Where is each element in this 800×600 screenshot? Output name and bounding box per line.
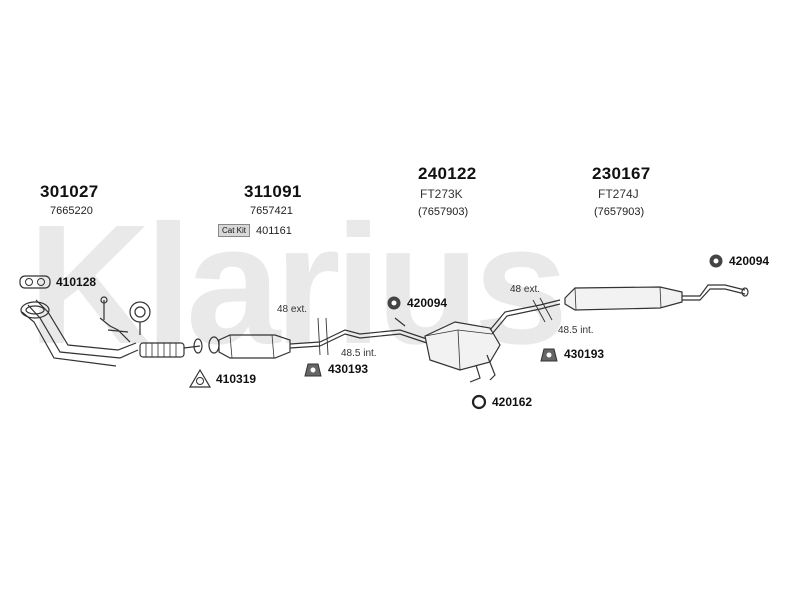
cat-kit-number[interactable]: 401161	[256, 224, 292, 237]
cat-kit-row: Cat Kit 401161	[218, 224, 292, 237]
flexi-pipe-drawing	[139, 338, 203, 358]
o-ring-icon	[471, 394, 487, 410]
rear-silencer-drawing	[564, 284, 749, 311]
part-number[interactable]: 240122	[418, 164, 477, 183]
callout-number: 420162	[492, 395, 533, 409]
centre-silencer-drawing	[424, 321, 501, 383]
oem-reference: 7657421	[250, 205, 293, 217]
part-number[interactable]: 311091	[244, 182, 302, 201]
rubber-ring-icon	[387, 296, 401, 310]
gasket-callout[interactable]: 410319	[188, 368, 256, 390]
internal-diameter-label: 48.5 int.	[341, 348, 377, 359]
internal-diameter-label: 48.5 int.	[558, 325, 594, 336]
callout-number: 420094	[729, 254, 770, 268]
rubber-mount-icon	[540, 348, 558, 362]
gasket-callout[interactable]: 410128	[18, 273, 96, 291]
callout-number: 430193	[564, 347, 605, 361]
callout-number: 420094	[407, 296, 448, 310]
rubber-mount-icon	[304, 363, 322, 377]
cat-kit-badge: Cat Kit	[218, 224, 251, 237]
mounting-rubber-callout[interactable]: 430193	[302, 360, 368, 378]
external-diameter-label: 48 ext.	[277, 304, 308, 315]
part-subcode: FT274J	[598, 187, 639, 201]
callout-number: 410128	[56, 275, 97, 289]
intermediate-pipe-drawing	[317, 317, 431, 356]
triangle-gasket-icon	[188, 368, 212, 388]
oem-reference: 7665220	[50, 205, 93, 217]
mounting-rubber-callout[interactable]: 430193	[538, 345, 604, 363]
oem-reference: (7657903)	[594, 206, 645, 218]
rubber-ring-callout[interactable]: 420094	[707, 252, 769, 270]
rubber-ring-icon	[709, 254, 723, 268]
gasket-icon	[19, 275, 51, 289]
external-diameter-label: 48 ext.	[510, 284, 541, 295]
rear-intermediate-pipe-drawing	[489, 297, 561, 335]
catalytic-converter-drawing	[208, 334, 321, 359]
oem-reference: (7657903)	[418, 206, 469, 218]
clamp-drawing	[129, 301, 151, 335]
callout-number: 430193	[328, 362, 369, 376]
downpipe-drawing	[20, 299, 139, 367]
o-ring-callout[interactable]: 420162	[470, 393, 532, 411]
sensor-drawing	[99, 296, 131, 343]
part-subcode: FT273K	[420, 187, 463, 201]
callout-number: 410319	[216, 372, 257, 386]
part-number[interactable]: 230167	[592, 164, 651, 183]
rubber-ring-callout[interactable]: 420094	[385, 294, 447, 312]
part-number[interactable]: 301027	[40, 182, 99, 201]
